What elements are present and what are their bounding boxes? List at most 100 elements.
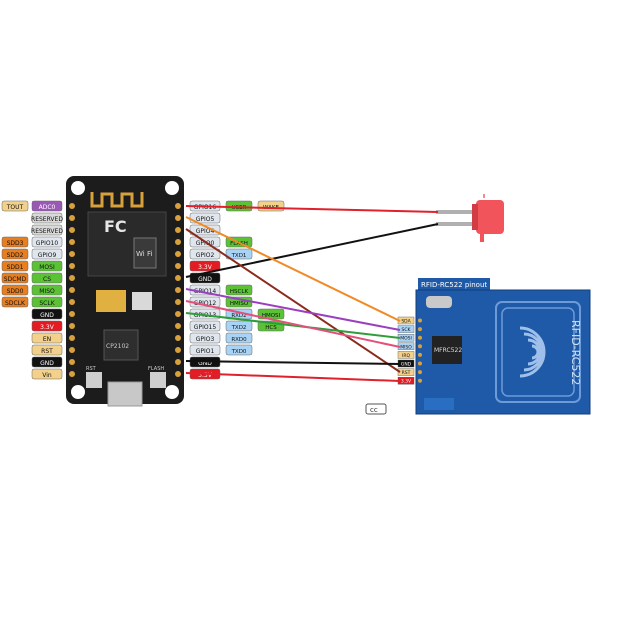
wire-3v3-3v3 xyxy=(185,372,401,382)
left-pin-alt-label: SDD2 xyxy=(7,252,24,259)
pin-hole xyxy=(175,215,181,221)
right-pin-name-label: GPIO14 xyxy=(194,288,217,295)
right-pin-tag-box xyxy=(225,320,253,332)
pin-hole xyxy=(69,215,75,221)
pin-hole xyxy=(175,299,181,305)
pin-hole xyxy=(175,323,181,329)
left-pin-alt-label: SDCMD xyxy=(4,276,27,283)
pin-hole xyxy=(69,371,75,377)
right-pin-name-label: GPIO0 xyxy=(196,240,215,247)
left-pin-name-label: MISO xyxy=(39,288,55,295)
usb-chip xyxy=(103,329,139,361)
usb-port xyxy=(107,381,143,407)
right-pin-name-box xyxy=(189,332,221,344)
pin-hole xyxy=(175,251,181,257)
right-pin-name-label: 3.3V xyxy=(198,372,213,379)
rst-button[interactable] xyxy=(86,372,102,388)
right-pin-name-label: GPIO4 xyxy=(196,228,215,235)
mount-hole xyxy=(71,385,85,399)
antenna-trace xyxy=(90,192,144,208)
left-pin-name-box xyxy=(31,368,63,380)
rfid-antenna-icon xyxy=(519,326,546,378)
wire-gpio13-mosi xyxy=(185,312,401,339)
mount-hole xyxy=(165,385,179,399)
pin-headers xyxy=(69,203,181,377)
right-pin-name-label: GPIO2 xyxy=(196,252,215,259)
right-pin-tag-box xyxy=(225,344,253,356)
pin-hole xyxy=(175,203,181,209)
left-pin-alt-box xyxy=(1,284,29,296)
rfid-title: RFID-RC522 pinout xyxy=(421,281,487,289)
right-pin-name-label: GPIO5 xyxy=(196,216,215,223)
pin-hole xyxy=(69,347,75,353)
right-pin-name-box xyxy=(189,320,221,332)
flash-button[interactable] xyxy=(150,372,166,388)
right-pin-name-label: GPIO3 xyxy=(196,336,215,343)
right-pin-tag-label: TXD0 xyxy=(231,349,247,355)
left-pin-name-label: GPIO9 xyxy=(38,252,57,259)
left-pin-name-label: GND xyxy=(40,360,54,367)
left-pin-alt-box xyxy=(1,272,29,284)
right-pin-tag-label: RXD2 xyxy=(231,313,246,319)
component xyxy=(96,290,126,312)
left-pin-alt-box xyxy=(1,296,29,308)
rfid-pin-label: IRQ xyxy=(402,353,410,359)
left-pin-alt-box xyxy=(1,236,29,248)
left-pin-alt-box xyxy=(1,200,29,212)
left-pin-alt-label: SDCLK xyxy=(5,300,26,307)
right-pin-name-label: GPIO12 xyxy=(194,300,217,307)
right-pin-tag-label: TXD1 xyxy=(231,253,247,259)
led xyxy=(436,194,504,242)
pin-hole xyxy=(175,311,181,317)
pin-hole xyxy=(69,335,75,341)
right-pin-name-label: GND xyxy=(198,360,212,367)
pin-hole xyxy=(69,239,75,245)
left-pin-name-box xyxy=(31,296,63,308)
left-pin-name-label: SCLK xyxy=(39,300,55,307)
left-pin-name-label: GPIO10 xyxy=(36,240,59,247)
left-pin-name-label: RESERVED xyxy=(31,216,63,223)
rfid-pin-hole xyxy=(418,370,422,375)
right-pin-name-label: GPIO16 xyxy=(194,204,217,211)
wire-gnd-gnd xyxy=(185,360,401,365)
left-pin-alt-label: SDD3 xyxy=(7,240,24,247)
flash-button-label: FLASH xyxy=(148,366,164,372)
cc-text: cc xyxy=(370,406,378,414)
left-pin-name-box xyxy=(31,200,63,212)
rfid-board-text: RFID-RC522 xyxy=(569,320,582,385)
pin-hole xyxy=(69,299,75,305)
rfid-pin-hole xyxy=(418,335,422,340)
pin-hole xyxy=(175,371,181,377)
rfid-pin-hole xyxy=(418,344,422,349)
wifi-logo xyxy=(133,237,157,269)
rfid-pin-label: RST xyxy=(402,370,411,376)
rfid-pin-hole xyxy=(418,318,422,323)
rfid-pin-label: SCK xyxy=(402,327,412,333)
left-pin-name-box xyxy=(31,212,63,224)
wire-gpio14-sck xyxy=(185,288,401,331)
fcc-logo: FC xyxy=(104,217,127,236)
pin-hole xyxy=(175,347,181,353)
right-pin-name-box xyxy=(189,344,221,356)
right-pin-tag-label: RXD0 xyxy=(231,337,247,343)
left-pin-alt-label: SDD1 xyxy=(7,264,24,271)
left-pin-name-box xyxy=(31,248,63,260)
wire-gpio4-rst xyxy=(185,228,401,373)
pin-hole xyxy=(69,323,75,329)
left-pin-alt-box xyxy=(1,260,29,272)
right-pin-tag-box xyxy=(225,284,253,296)
pin-hole xyxy=(69,203,75,209)
left-pin-name-box xyxy=(31,284,63,296)
wire-gpio16-led xyxy=(185,205,439,213)
crystal xyxy=(426,296,452,308)
wire-gpio12-miso xyxy=(185,300,401,348)
wires xyxy=(185,205,439,382)
pin-hole xyxy=(69,359,75,365)
left-pin-name-box xyxy=(31,320,63,332)
right-pin-name-box xyxy=(189,248,221,260)
right-pin-name-label: GPIO1 xyxy=(196,348,215,355)
mount-hole xyxy=(165,181,179,195)
pin-hole xyxy=(69,263,75,269)
